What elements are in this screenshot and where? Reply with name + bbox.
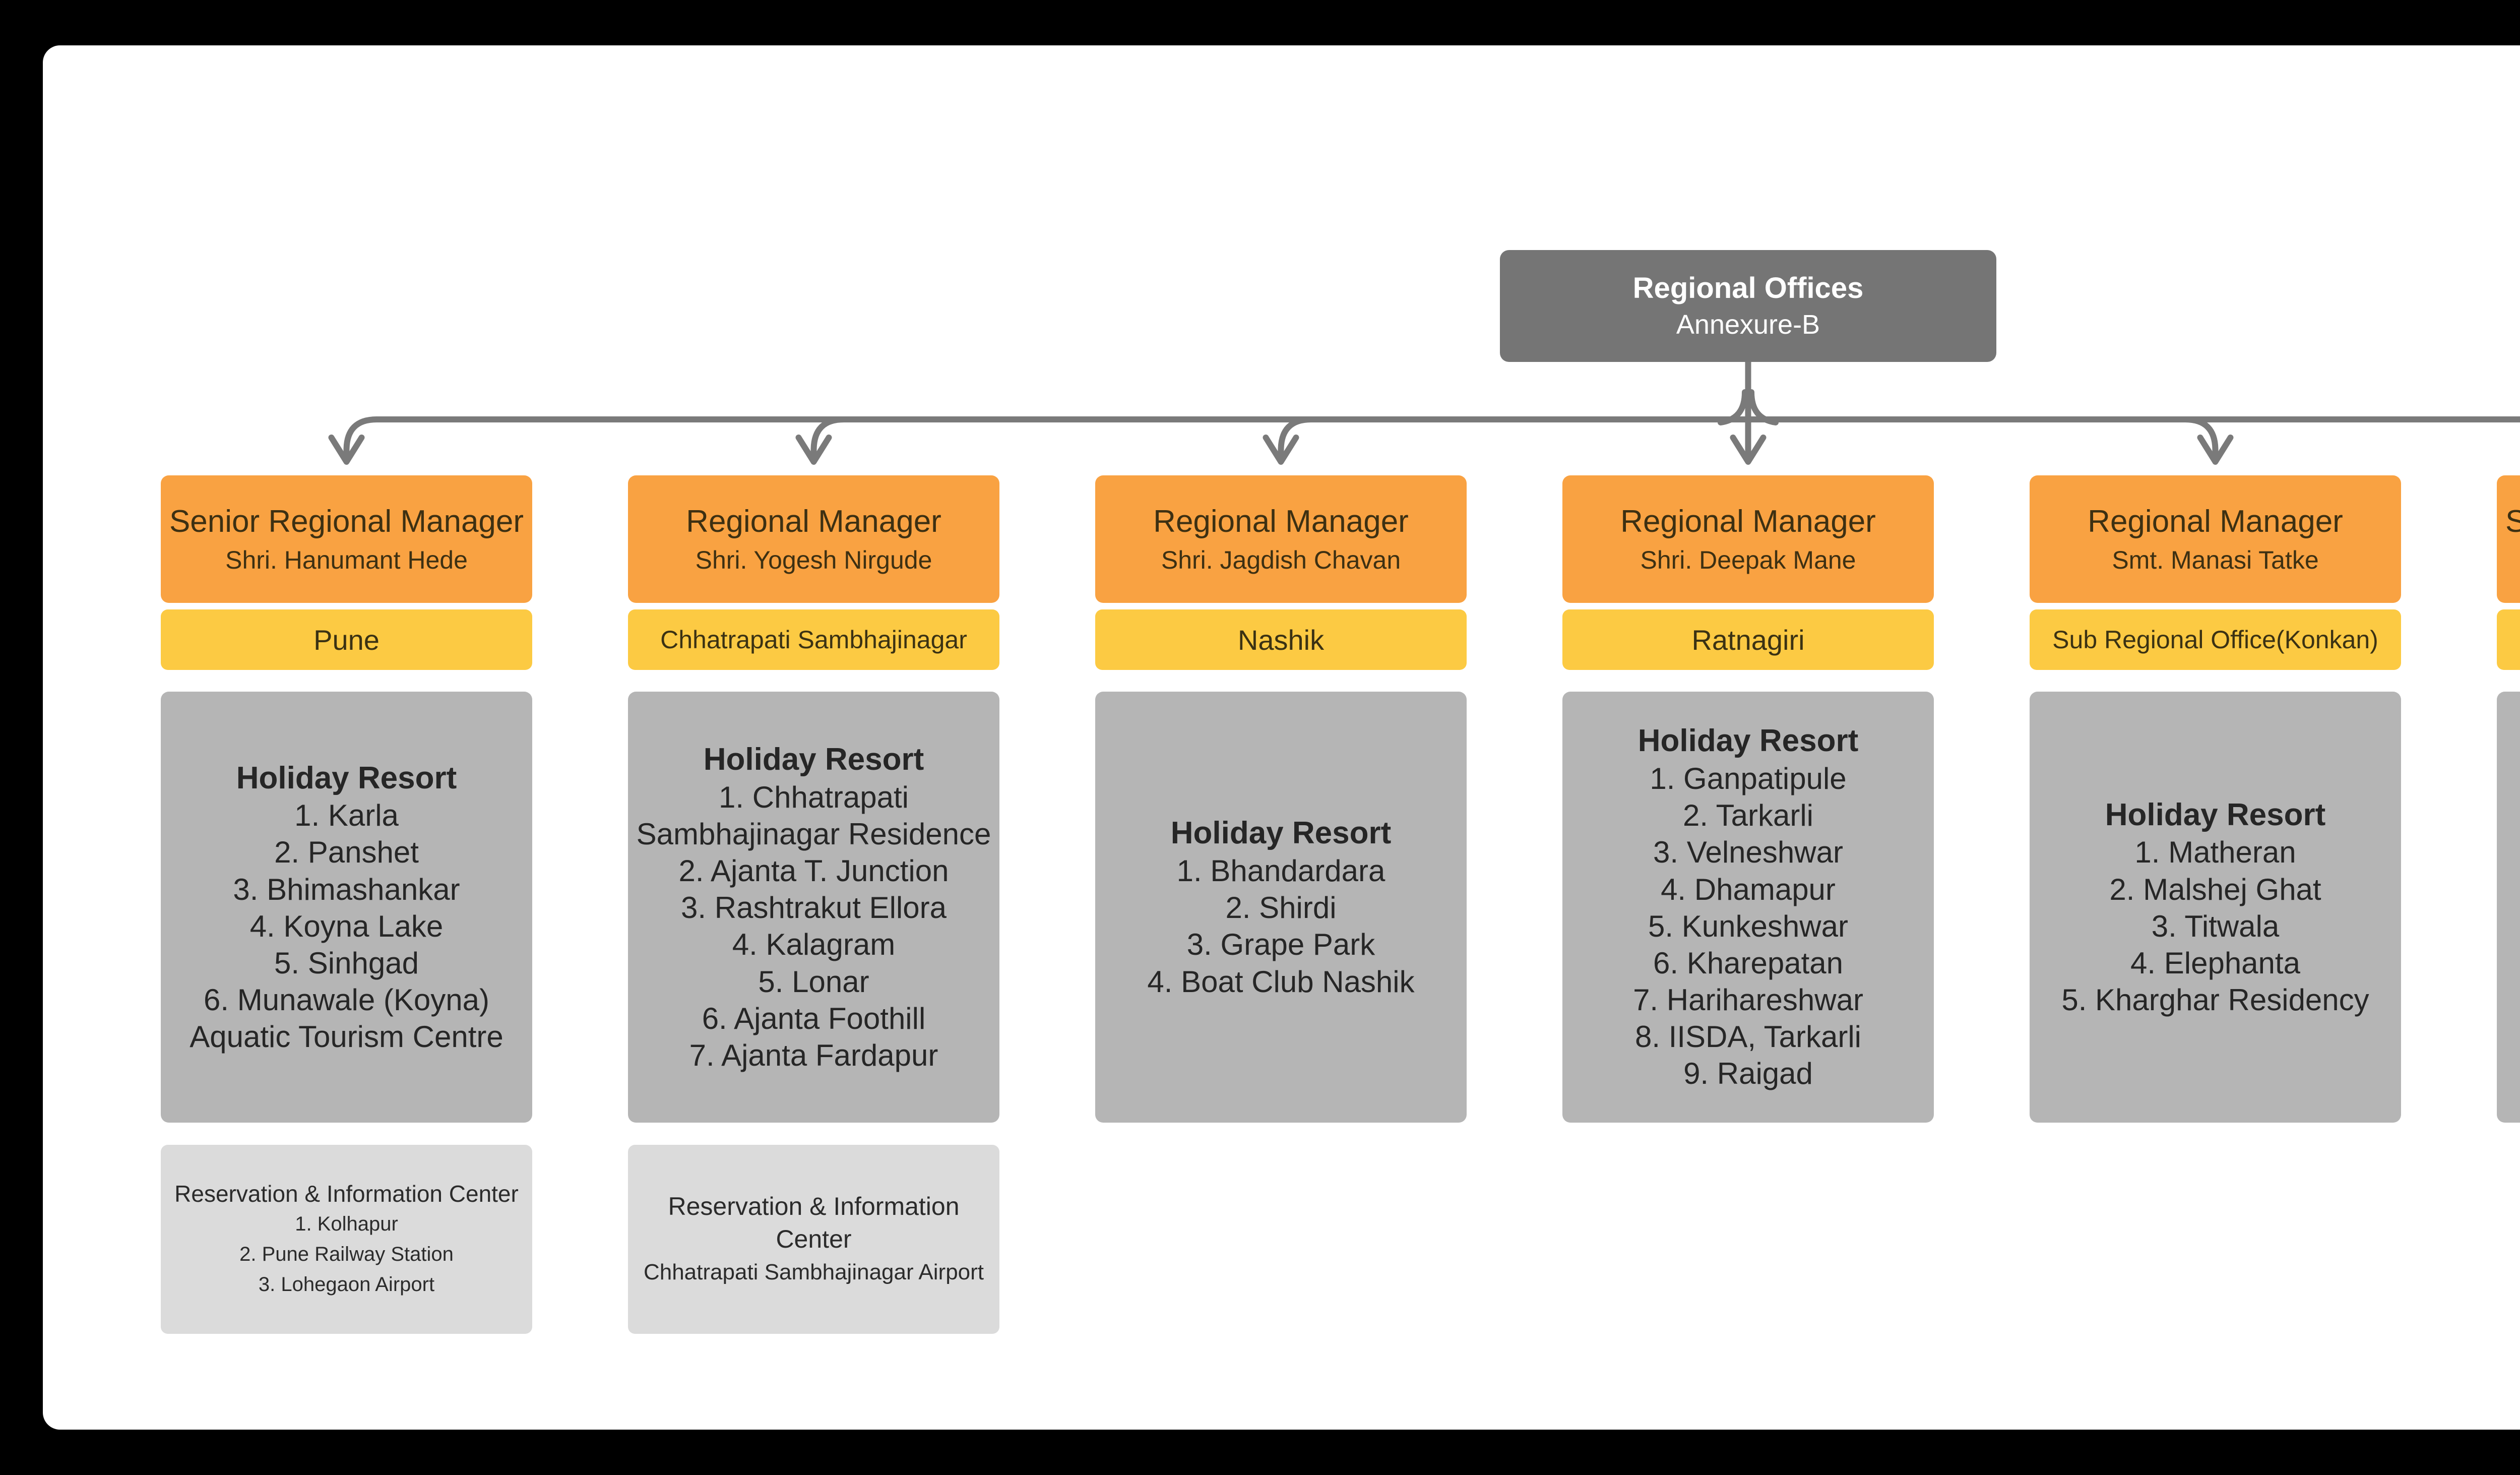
resort-item: 4. Boat Club Nashik — [1147, 964, 1415, 999]
reservation-item: 3. Lohegaon Airport — [258, 1273, 435, 1296]
manager-title: Regional Manager — [686, 504, 941, 539]
resort-item: 6. Munawale (Koyna) Aquatic Tourism Cent… — [190, 983, 503, 1054]
arrowhead-icon — [795, 435, 832, 465]
manager-name: Shri. Jagdish Chavan — [1161, 545, 1401, 574]
resort-item: 5. Sinhgad — [274, 946, 419, 980]
manager-name: Shri. Hanumant Hede — [225, 545, 468, 574]
resort-item: 6. Kharepatan — [1653, 946, 1843, 980]
resort-item: 2. Tarkarli — [1683, 798, 1813, 833]
holiday-resort-header: Holiday Resort — [2105, 797, 2326, 832]
root-subtitle: Annexure-B — [1676, 310, 1820, 340]
connector-lines — [328, 362, 2520, 465]
resort-item: 6. Ajanta Foothill — [702, 1001, 926, 1035]
resort-item: 1. Matheran — [2134, 835, 2296, 870]
reservation-item: 2. Pune Railway Station — [239, 1243, 454, 1266]
arrowhead-icon — [328, 435, 365, 465]
reservation-center-header: Reservation & Information Center — [668, 1192, 960, 1253]
resort-item: 5. Lonar — [758, 964, 869, 999]
reservation-item: Chhatrapati Sambhajinagar Airport — [643, 1259, 984, 1284]
resort-item: 5. Kharghar Residency — [2061, 983, 2369, 1017]
resort-item: 8. IISDA, Tarkarli — [1634, 1020, 1862, 1054]
resort-item: 3. Velneshwar — [1653, 835, 1843, 870]
region-name-box: Chhatrapati Sambhajinagar — [628, 609, 999, 670]
manager-title: Senior Regional Manager — [2505, 504, 2520, 539]
holiday-resort-header: Holiday Resort — [1637, 723, 1859, 759]
manager-title: Regional Manager — [2088, 504, 2343, 539]
resort-item: 1. Karla — [294, 798, 399, 833]
reservation-center-box: Reservation & Information Center 1. Kolha… — [161, 1145, 532, 1334]
connector-branch-2 — [810, 416, 847, 459]
arrowhead-icon — [2197, 435, 2234, 465]
resort-item: 3. Bhimashankar — [233, 872, 460, 906]
resort-item: 2. Malshej Ghat — [2109, 872, 2321, 906]
resort-item: 2. Ajanta T. Junction — [678, 853, 949, 888]
region-name-box: Nagpur — [2497, 609, 2520, 670]
arrowhead-icon — [1263, 435, 1299, 465]
resort-item: 2. Panshet — [274, 835, 419, 870]
root-node-regional-offices: Regional Offices Annexure-B — [1500, 250, 1996, 362]
resort-item: 9. Raigad — [1683, 1057, 1813, 1091]
holiday-resort-header: Holiday Resort — [703, 742, 924, 777]
region-name-box: Sub Regional Office(Konkan) — [2030, 609, 2401, 670]
connector-branch-5 — [2182, 416, 2219, 459]
reservation-center-header: Reservation & Information Center — [174, 1180, 519, 1207]
holiday-resort-header: Holiday Resort — [236, 760, 457, 795]
region-name-box: Pune — [161, 609, 532, 670]
connector-branch-1 — [343, 416, 380, 459]
resort-item: 5. Kunkeshwar — [1648, 909, 1848, 943]
manager-title: Regional Manager — [1620, 504, 1876, 539]
manager-name: Shri. Yogesh Nirgude — [695, 545, 932, 574]
resort-item: 4. Kalagram — [732, 928, 896, 962]
resort-item: 1. Ganpatipule — [1650, 761, 1847, 795]
resort-item: 1. Chhatrapati Sambhajinagar Residence — [636, 780, 991, 851]
resort-item: 2. Shirdi — [1225, 891, 1337, 925]
arrowhead-icon — [1730, 435, 1767, 465]
manager-name: Shri. Deepak Mane — [1640, 545, 1856, 574]
resort-item: 1. Bhandardara — [1176, 853, 1385, 888]
region-name-box: Nashik — [1095, 609, 1467, 670]
manager-title: Senior Regional Manager — [169, 504, 524, 539]
connector-branch-3 — [1278, 416, 1314, 459]
holiday-resort-header: Holiday Resort — [1170, 816, 1392, 851]
manager-title: Regional Manager — [1153, 504, 1409, 539]
resort-item: 3. Rashtrakut Ellora — [681, 891, 947, 925]
reservation-item: 1. Kolhapur — [295, 1213, 398, 1236]
resort-item: 4. Koyna Lake — [249, 909, 444, 943]
region-name-box: Ratnagiri — [1562, 609, 1934, 670]
resort-item: 7. Harihareshwar — [1633, 983, 1863, 1017]
resort-item: 3. Grape Park — [1186, 928, 1375, 962]
root-title: Regional Offices — [1632, 272, 1864, 304]
resort-item: 4. Dhamapur — [1661, 872, 1836, 906]
resort-item: 7. Ajanta Fardapur — [689, 1038, 938, 1072]
resort-item: 4. Elephanta — [2130, 946, 2300, 980]
org-chart-page: Regional Offices Annexure-B — [43, 45, 2520, 1430]
manager-name: Smt. Manasi Tatke — [2112, 545, 2319, 574]
resort-item: 3. Titwala — [2151, 909, 2280, 943]
